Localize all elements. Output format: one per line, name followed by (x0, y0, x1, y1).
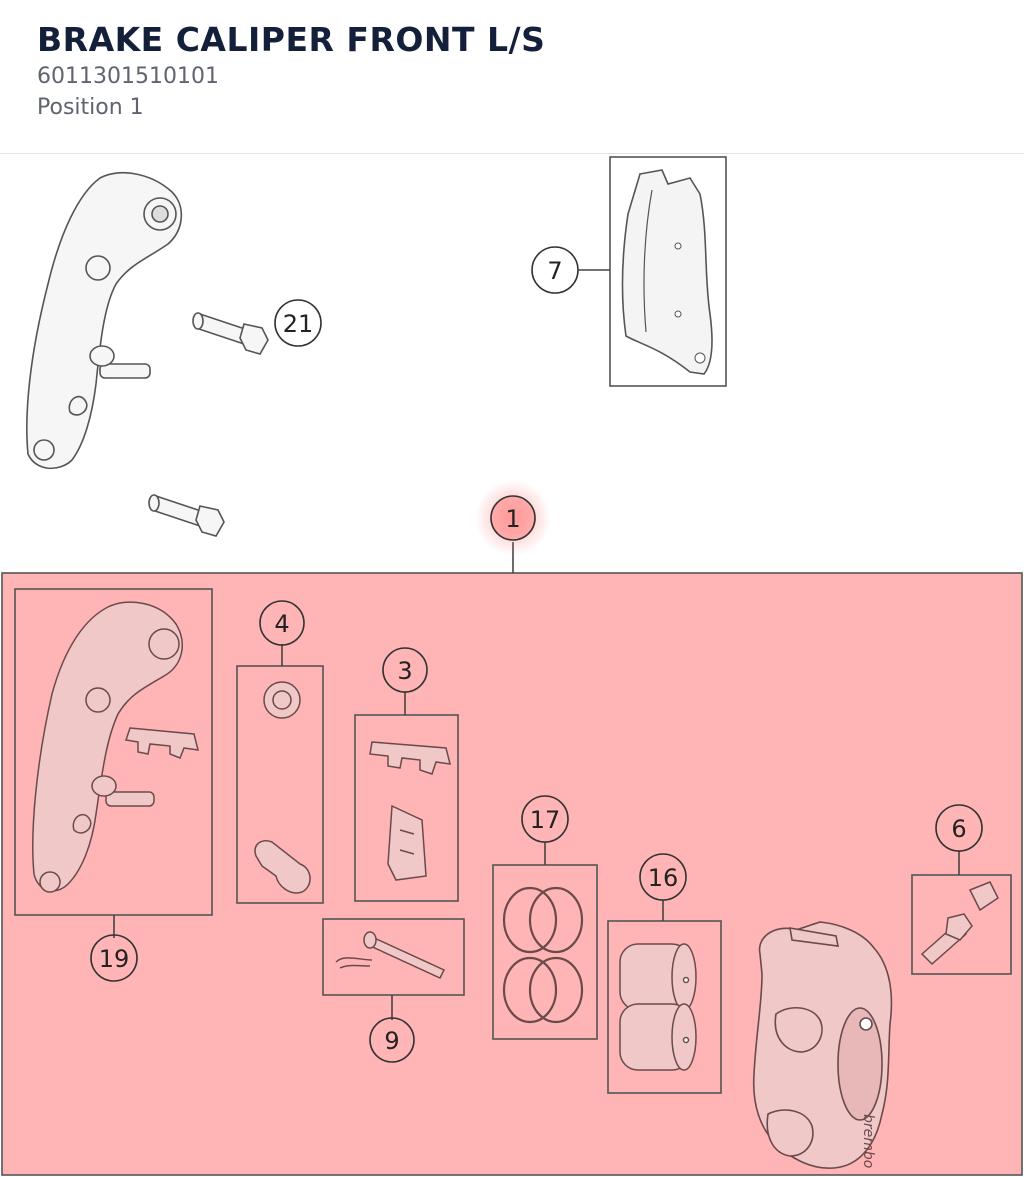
callout-1[interactable]: 1 (475, 480, 551, 556)
box-3 (354, 714, 459, 902)
callout-19[interactable]: 19 (90, 934, 138, 982)
page-title: BRAKE CALIPER FRONT L/S (37, 20, 546, 59)
callout-7[interactable]: 7 (531, 246, 579, 294)
bolt-21 (192, 312, 269, 355)
caliper-body: brembo (752, 921, 893, 1169)
callout-6-label: 6 (951, 815, 966, 843)
callout-3-label: 3 (397, 657, 412, 685)
bolt-loose (148, 494, 225, 537)
box-16 (607, 920, 722, 1094)
box-9 (322, 918, 465, 996)
callout-3[interactable]: 3 (382, 647, 428, 693)
callout-9[interactable]: 9 (369, 1017, 415, 1063)
caliper-bracket-top (26, 172, 183, 470)
callout-21-label: 21 (283, 310, 314, 338)
callout-19-label: 19 (99, 945, 130, 973)
callout-21[interactable]: 21 (274, 299, 322, 347)
callout-7-label: 7 (547, 257, 562, 285)
part-number: 6011301510101 (37, 64, 219, 89)
box-19 (14, 588, 213, 916)
box-6 (911, 874, 1012, 975)
caliper-logo-text: brembo (860, 1114, 876, 1168)
exploded-diagram: brembo 1 7 21 4 3 17 16 6 19 (0, 154, 1024, 1177)
box-4 (236, 665, 324, 904)
callout-1-label: 1 (505, 505, 520, 533)
callout-16[interactable]: 16 (639, 853, 687, 901)
callout-9-label: 9 (384, 1027, 399, 1055)
callout-16-label: 16 (648, 864, 679, 892)
callout-17[interactable]: 17 (521, 795, 569, 843)
callout-4-label: 4 (274, 610, 289, 638)
brake-pad-box (609, 156, 727, 387)
callout-4[interactable]: 4 (259, 600, 305, 646)
diagram-canvas: brembo 1 7 21 4 3 17 16 6 19 (1, 156, 1023, 1176)
callout-17-label: 17 (530, 806, 561, 834)
page-header: BRAKE CALIPER FRONT L/S 6011301510101 Po… (0, 0, 1024, 154)
position-label: Position 1 (37, 95, 144, 120)
callout-6[interactable]: 6 (935, 804, 983, 852)
